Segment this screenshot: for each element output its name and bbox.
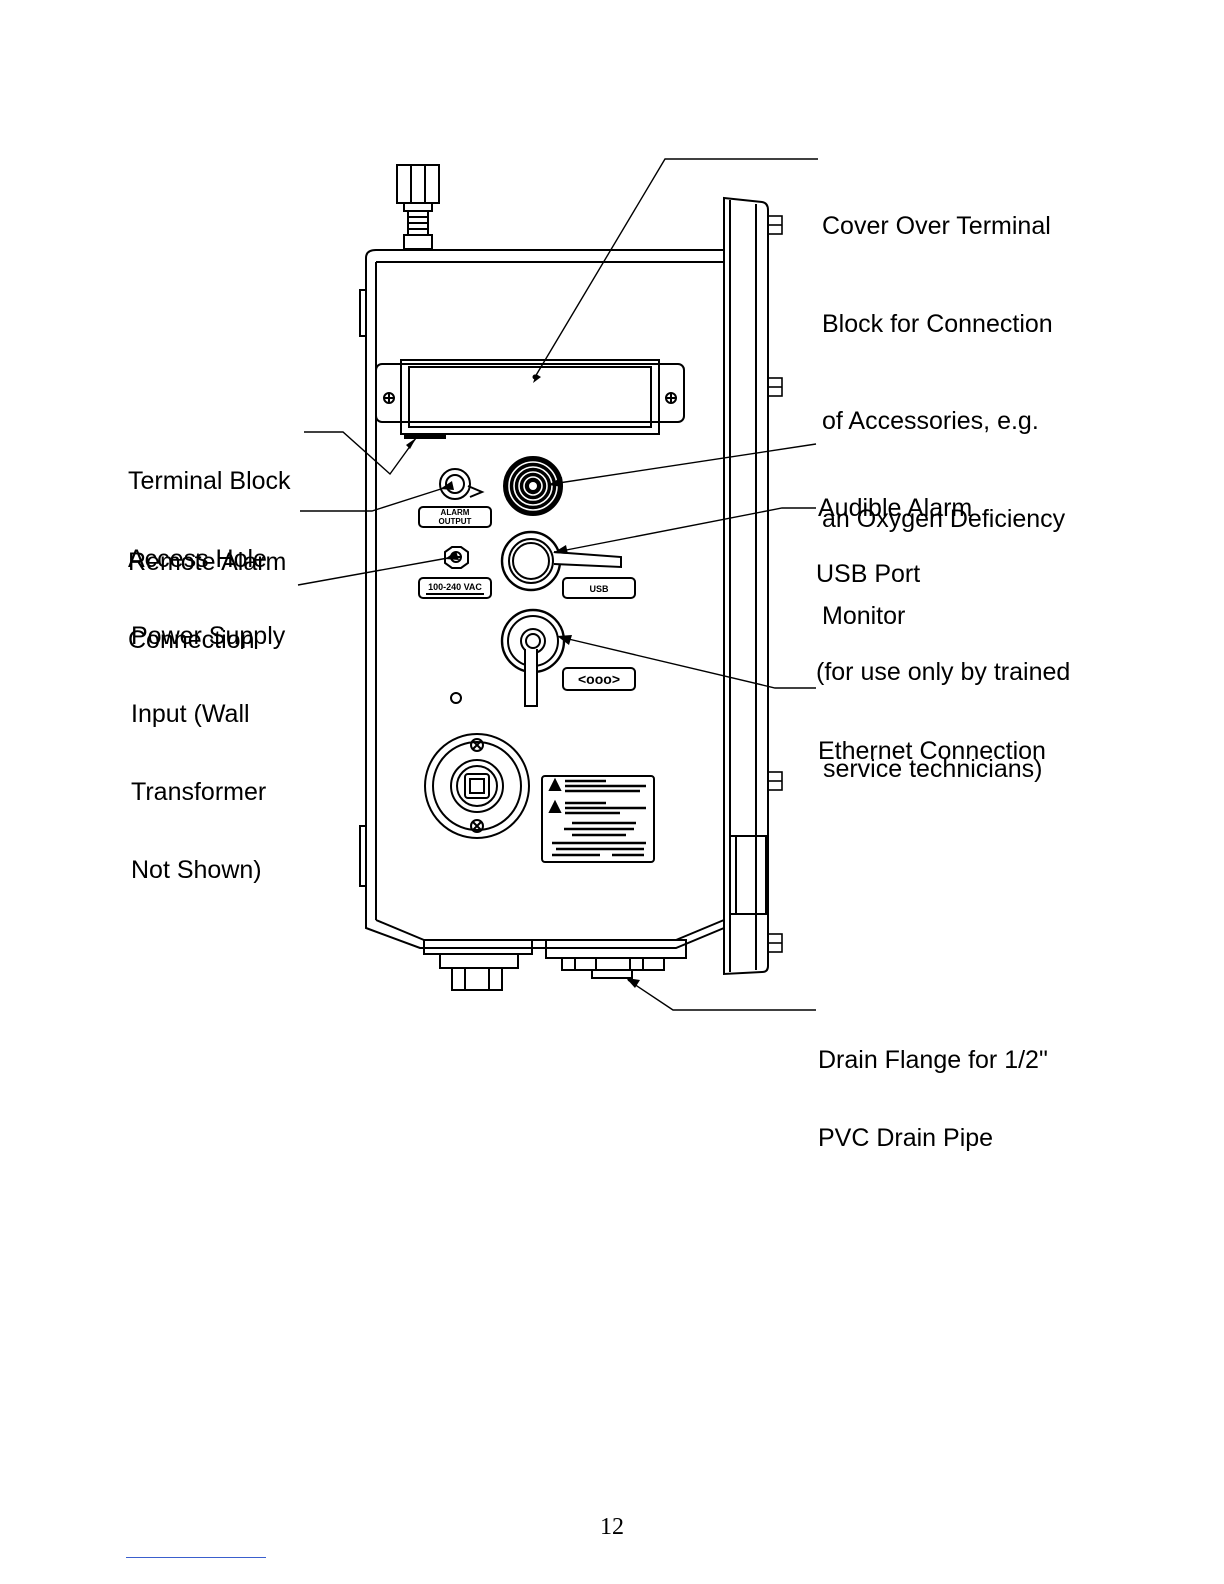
leader-cover (534, 158, 818, 378)
top-gas-fitting (396, 164, 440, 250)
callout-power-line-2: Input (Wall (131, 700, 250, 728)
callout-cover-line-2: Block for Connection (822, 309, 1053, 338)
callout-usb-line-1: USB Port (816, 560, 921, 588)
callout-cover-line-5: Monitor (822, 602, 906, 630)
usb-port (500, 530, 636, 599)
alarm-output-label-line1: ALARM (441, 508, 470, 517)
usb-label: USB (589, 584, 609, 594)
callout-usb-port: USB Port (for use only by trained servic… (816, 493, 1070, 818)
callout-audible-line-1: Audible Alarm (818, 494, 973, 522)
callout-audible-alarm: Audible Alarm (818, 427, 972, 557)
ethernet-port (500, 608, 636, 707)
callout-terminal-block-access-hole: Terminal Block Access Hole (128, 416, 291, 598)
callout-access-line-2: Access Hole (128, 545, 267, 573)
ethernet-label: <ooo> (578, 671, 620, 687)
callout-remote-line-2: Connection (128, 626, 255, 654)
callout-drain-line-1: Drain Flange for 1/2" (818, 1046, 1048, 1074)
callout-power-line-1: Power Supply (131, 622, 286, 650)
footnote-rule (126, 1557, 266, 1558)
callout-cover-terminal-block: Cover Over Terminal Block for Connection… (822, 145, 1065, 665)
leader-ethernet (559, 636, 816, 689)
leader-usb (555, 507, 816, 553)
leader-power-supply (297, 557, 449, 586)
small-vent-hole (450, 692, 462, 704)
power-rating-label: 100-240 VAC (428, 582, 482, 592)
callout-usb-line-2: (for use only by trained (816, 657, 1071, 686)
callout-usb-line-3: service technicians) (816, 755, 1043, 783)
callout-power-line-4: Not Shown) (131, 856, 262, 884)
callout-cover-line-4: an Oxygen Deficiency (822, 504, 1066, 533)
leader-audible-alarm (551, 443, 817, 485)
callout-remote-line-1: Remote Alarm (128, 548, 287, 576)
callout-remote-alarm-connection: Remote Alarm Connection (128, 497, 286, 679)
leader-drain-flange (627, 979, 816, 1011)
bottom-drain-fitting-left (423, 939, 533, 991)
warning-label (541, 775, 655, 863)
leader-lines (297, 158, 818, 1011)
callout-power-supply-input: Power Supply Input (Wall Transformer Not… (131, 571, 285, 909)
drain-flange (545, 939, 687, 979)
side-door-panel (723, 196, 783, 976)
callout-power-line-3: Transformer (131, 778, 267, 806)
remote-alarm-connector (418, 468, 492, 528)
page-number: 12 (600, 1514, 624, 1540)
terminal-block-cover (375, 359, 685, 439)
callout-ethernet-line-1: Ethernet Connection (818, 737, 1046, 765)
audible-alarm-buzzer (503, 456, 563, 516)
callout-access-line-1: Terminal Block (128, 467, 291, 495)
callout-cover-line-1: Cover Over Terminal (822, 212, 1051, 240)
leader-access-hole (304, 431, 417, 476)
leader-remote-alarm (300, 487, 445, 512)
alarm-output-label-line2: OUTPUT (439, 517, 472, 526)
callout-drain-line-2: PVC Drain Pipe (818, 1124, 994, 1152)
sample-inlet-fitting (424, 733, 530, 839)
callout-ethernet-connection: Ethernet Connection (818, 670, 1046, 800)
callout-cover-line-3: of Accessories, e.g. (822, 407, 1039, 435)
arrowheads (406, 374, 640, 988)
callout-drain-flange: Drain Flange for 1/2" PVC Drain Pipe (818, 995, 1048, 1177)
